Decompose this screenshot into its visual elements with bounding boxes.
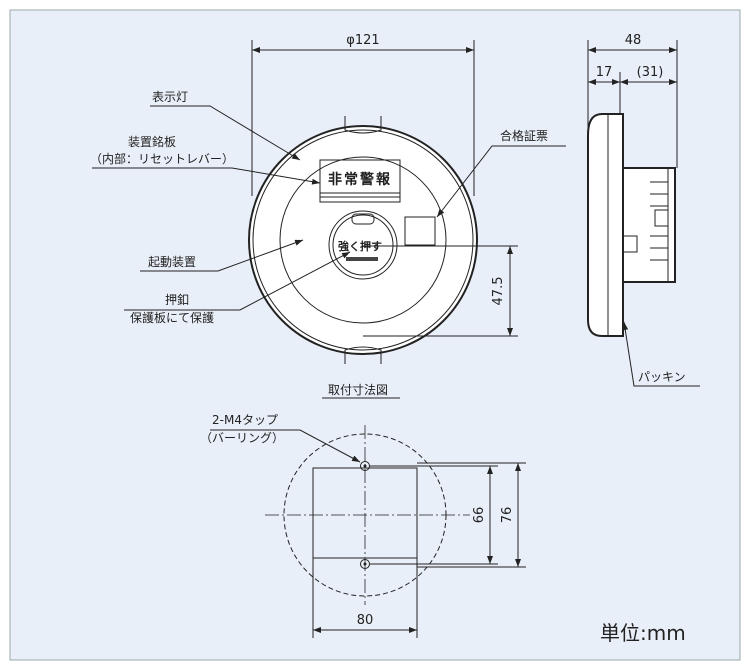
dim-depth-rear: (31) bbox=[637, 65, 664, 80]
label-nameplate: 装置銘板 bbox=[128, 134, 176, 149]
certification-label bbox=[404, 216, 436, 246]
label-nameplate-sub: （内部：リセットレバー） bbox=[90, 151, 234, 166]
dim-depth-front: 17 bbox=[596, 65, 613, 80]
label-tap: 2-M4タップ bbox=[212, 413, 278, 427]
front-dimensions: φ121 47.5 bbox=[251, 33, 518, 337]
dim-hole-pitch: 66 bbox=[472, 507, 487, 524]
side-view: 48 17 (31) パッキン bbox=[587, 33, 700, 387]
mounting-drawing: 取付寸法図 66 76 80 2-M4タップ （バーリング） bbox=[200, 383, 526, 638]
callouts: 表示灯 装置銘板 （内部：リセットレバー） 合格証票 起動装置 押釦 保護板にて… bbox=[90, 90, 566, 325]
label-activation: 起動装置 bbox=[148, 255, 196, 269]
mount-title: 取付寸法図 bbox=[328, 383, 388, 397]
plate-text: 非常警報 bbox=[328, 171, 392, 188]
dim-depth-total: 48 bbox=[625, 33, 642, 48]
unit-label: 単位:mm bbox=[600, 621, 686, 645]
dim-center-height: 47.5 bbox=[491, 277, 506, 306]
label-button: 押釦 bbox=[165, 292, 189, 307]
dim-box-height: 76 bbox=[500, 507, 515, 524]
label-button-sub: 保護板にて保護 bbox=[130, 310, 214, 325]
push-button bbox=[328, 210, 398, 280]
label-certification: 合格証票 bbox=[500, 128, 548, 143]
label-indicator-lamp: 表示灯 bbox=[152, 90, 188, 104]
nameplate bbox=[319, 159, 401, 203]
button-text: 強く押す bbox=[338, 239, 382, 253]
front-view: 非常警報 強く押す bbox=[248, 116, 478, 364]
dim-diameter: φ121 bbox=[346, 33, 379, 48]
dim-mount-width: 80 bbox=[357, 613, 374, 628]
label-gasket: パッキン bbox=[638, 370, 686, 384]
label-tap-sub: （バーリング） bbox=[200, 431, 284, 445]
